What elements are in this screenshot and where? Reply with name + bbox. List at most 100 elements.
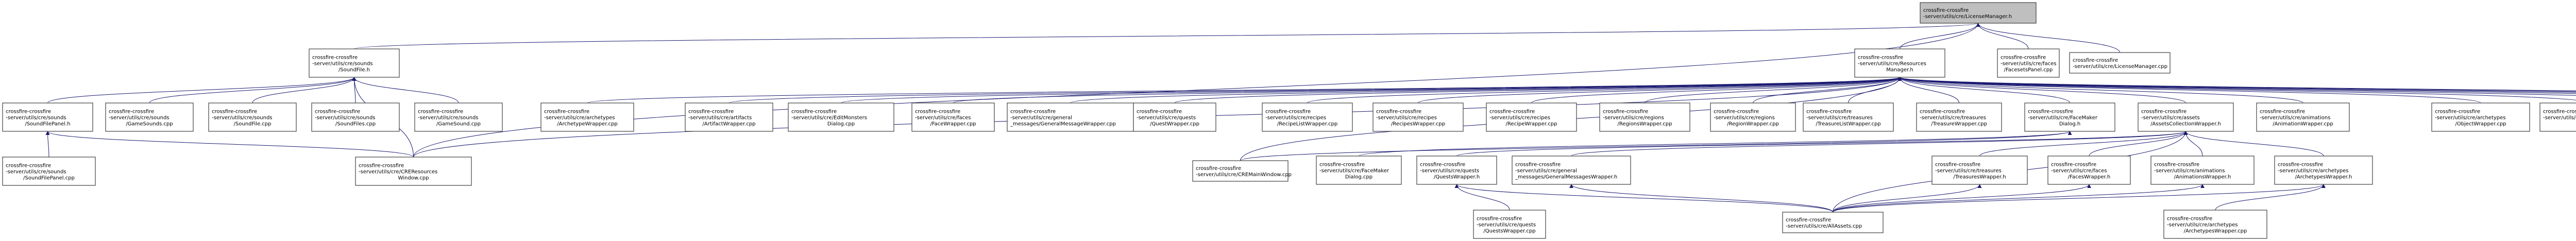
file-node[interactable]: crossfire-crossfire-server/utils/cre/CRE… — [355, 157, 472, 186]
node-label-line: /TreasureListWrapper.cpp — [1816, 122, 1880, 127]
dependency-edge — [1897, 77, 1959, 104]
node-label-line: crossfire-crossfire — [2435, 109, 2480, 115]
file-node[interactable]: crossfire-crossfire-server/utils/cre/gen… — [1007, 102, 1134, 132]
node-label-line: Window.cpp — [398, 176, 429, 181]
file-node[interactable]: crossfire-crossfire-server/utils/cre/que… — [1473, 210, 1546, 239]
dependency-edge — [1897, 77, 2576, 96]
file-node[interactable]: crossfire-crossfire-server/utils/cre/tre… — [1916, 102, 2002, 132]
file-node[interactable]: crossfire-crossfire-server/utils/cre/tre… — [1803, 102, 1894, 132]
node-label-line: -server/utils/cre/CREResources — [359, 169, 437, 175]
node-label-line: crossfire-crossfire — [688, 109, 734, 115]
node-label-line: -server/utils/cre/archetypes — [2167, 222, 2238, 228]
file-node[interactable]: crossfire-crossfire-server/utils/cre/fac… — [911, 102, 995, 132]
file-node[interactable]: crossfire-crossfire-server/utils/cre/que… — [1133, 102, 1216, 132]
dependency-edge — [413, 23, 1980, 158]
node-label-line: /AssetsCollectionWrapper.h — [2150, 122, 2221, 127]
file-node[interactable]: crossfire-crossfire-server/utils/cre/fac… — [2047, 156, 2131, 185]
dependency-edge — [1240, 131, 2072, 161]
node-label-line: crossfire-crossfire — [315, 109, 360, 115]
dependency-edge — [1454, 184, 1833, 213]
file-node[interactable]: crossfire-crossfire-server/utils/cre/Lic… — [2069, 52, 2171, 74]
node-label-line: crossfire-crossfire — [1477, 216, 1522, 222]
node-label-line: crossfire-crossfire — [359, 163, 404, 169]
file-node[interactable]: crossfire-crossfire-server/utils/cre/Arc… — [2539, 102, 2576, 132]
file-node[interactable]: crossfire-crossfire-server/utils/cre/reg… — [1710, 102, 1796, 132]
file-node[interactable]: crossfire-crossfire-server/utils/cre/sou… — [208, 102, 297, 132]
file-node[interactable]: crossfire-crossfire-server/utils/cre/rec… — [1486, 102, 1577, 132]
file-node[interactable]: crossfire-crossfire-server/utils/cre/sou… — [311, 102, 400, 132]
dependency-edge — [1897, 77, 2186, 104]
file-node[interactable]: crossfire-crossfire-server/utils/cre/sou… — [105, 102, 194, 132]
node-label-line: -server/utils/cre/general — [1010, 115, 1072, 121]
file-node[interactable]: crossfire-crossfire-server/utils/cre/Fac… — [2024, 102, 2115, 132]
node-label-line: _messages/GeneralMessagesWrapper.h — [1515, 175, 1617, 180]
file-node[interactable]: crossfire-crossfire-server/utils/cre/art… — [685, 102, 773, 132]
file-node[interactable]: crossfire-crossfire-server/utils/cre/arc… — [2163, 210, 2267, 239]
file-node[interactable]: crossfire-crossfire-server/utils/cre/Fac… — [1316, 156, 1402, 185]
node-label-line: crossfire-crossfire — [791, 109, 837, 115]
node-label-line: -server/utils/cre/sounds — [6, 169, 66, 175]
file-node[interactable]: crossfire-crossfire-server/utils/cre/ass… — [2138, 102, 2234, 132]
dependency-edge — [1070, 77, 1902, 104]
root-file-node[interactable]: crossfire-crossfire-server/utils/cre/Lic… — [1920, 2, 2037, 24]
file-node[interactable]: crossfire-crossfire-server/utils/cre/All… — [1782, 212, 1884, 233]
file-node[interactable]: crossfire-crossfire-server/utils/cre/arc… — [540, 102, 634, 132]
node-label-line: -server/utils/cre/Archetypes — [2543, 115, 2576, 121]
node-box — [1316, 156, 1402, 185]
node-label-line: /ArchetypesWrapper.h — [2295, 175, 2352, 180]
dependency-edge — [1454, 184, 1510, 211]
file-node[interactable]: crossfire-crossfire-server/utils/cre/que… — [1416, 156, 1497, 185]
file-node[interactable]: crossfire-crossfire-server/utils/cre/ani… — [2256, 102, 2350, 132]
file-node[interactable]: crossfire-crossfire-server/utils/cre/sou… — [414, 102, 503, 132]
file-node[interactable]: crossfire-crossfire-server/utils/cre/arc… — [2274, 156, 2373, 185]
node-label-line: /ObjectWrapper.cpp — [2455, 122, 2506, 127]
node-label-line: crossfire-crossfire — [2278, 162, 2323, 168]
dependency-edge — [45, 131, 414, 158]
node-label-line: crossfire-crossfire — [312, 55, 358, 61]
file-node[interactable]: crossfire-crossfire-server/utils/cre/gen… — [1512, 156, 1631, 185]
node-label-line: -server/utils/cre/faces — [2051, 168, 2107, 174]
node-label-line: -server/utils/cre/animations — [2260, 115, 2330, 121]
node-label-line: /RegionWrapper.cpp — [1727, 122, 1779, 127]
node-box — [1854, 48, 1945, 78]
node-label-line: crossfire-crossfire — [1806, 109, 1852, 115]
dependency-edge — [1897, 77, 2070, 104]
node-label-line: /SoundFilePanel.cpp — [23, 176, 75, 181]
file-node[interactable]: crossfire-crossfire-server/utils/cre/rec… — [1372, 102, 1464, 132]
node-label-line: /QuestsWrapper.cpp — [1483, 229, 1535, 234]
node-box — [309, 48, 400, 78]
file-node[interactable]: crossfire-crossfire-server/utils/cre/Res… — [1854, 48, 1945, 78]
node-label-line: -server/utils/cre/EditMonsters — [791, 115, 867, 121]
node-label-line: -server/utils/cre/FaceMaker — [2028, 115, 2098, 121]
node-label-line: crossfire-crossfire — [1935, 162, 1980, 168]
node-box — [2024, 102, 2115, 132]
file-node[interactable]: crossfire-crossfire-server/utils/cre/tre… — [1931, 156, 2028, 185]
dependency-edge — [149, 77, 357, 104]
file-node[interactable]: crossfire-crossfire-server/utils/cre/ani… — [2150, 156, 2255, 185]
file-node[interactable]: crossfire-crossfire-server/utils/cre/rec… — [1262, 102, 1353, 132]
file-node[interactable]: crossfire-crossfire-server/utils/cre/arc… — [2431, 102, 2530, 132]
file-node[interactable]: crossfire-crossfire-server/utils/cre/Edi… — [788, 102, 894, 132]
file-node[interactable]: crossfire-crossfire-server/utils/cre/sou… — [2, 157, 96, 186]
node-label-line: crossfire-crossfire — [2051, 162, 2096, 168]
file-node[interactable]: crossfire-crossfire-server/utils/cre/reg… — [1599, 102, 1690, 132]
node-box — [1599, 102, 1690, 132]
node-box — [208, 102, 297, 132]
file-node[interactable]: crossfire-crossfire-server/utils/cre/CRE… — [1192, 160, 1292, 182]
dependency-edge — [1898, 77, 2576, 93]
node-label-line: crossfire-crossfire — [1137, 109, 1182, 115]
node-box — [2163, 210, 2267, 239]
node-label-line: -server/utils/cre/archetypes — [2278, 168, 2349, 174]
node-label-line: -server/utils/cre/sounds — [6, 115, 66, 121]
file-node[interactable]: crossfire-crossfire-server/utils/cre/fac… — [1997, 48, 2060, 78]
node-box — [355, 157, 472, 186]
file-node[interactable]: crossfire-crossfire-server/utils/cre/sou… — [2, 102, 93, 132]
file-node[interactable]: crossfire-crossfire-server/utils/cre/sou… — [309, 48, 400, 78]
dependency-edge — [1979, 131, 2188, 157]
node-box — [2274, 156, 2373, 185]
node-label-line: -server/utils/cre/AllAssets.cpp — [1786, 223, 1862, 229]
node-box — [2138, 102, 2234, 132]
node-label-line: crossfire-crossfire — [2001, 55, 2046, 61]
node-label-line: -server/utils/cre/archetypes — [2435, 115, 2506, 121]
